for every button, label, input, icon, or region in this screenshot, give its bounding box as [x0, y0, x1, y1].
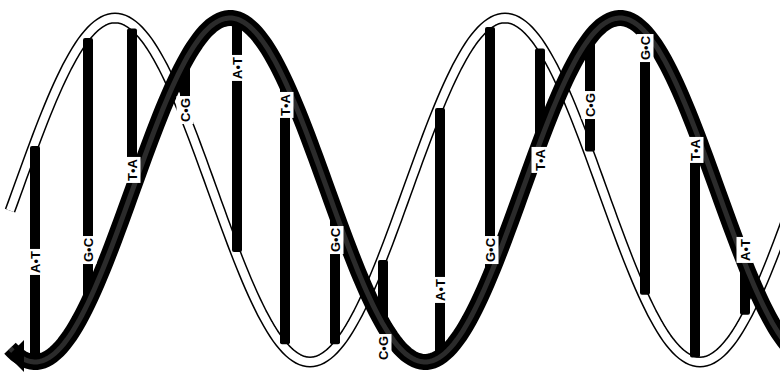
base-pair-label: T•A [687, 137, 704, 163]
base-pair-label: G•C [482, 236, 499, 264]
base-pair-label: A•T [737, 237, 754, 263]
base-pair-label: C•G [375, 334, 392, 362]
base-pair-label: T•A [532, 147, 549, 173]
base-pair-label: A•T [27, 249, 44, 275]
strand-arrow [8, 340, 24, 372]
base-pair-label: C•G [582, 91, 599, 119]
backbone-dark [10, 18, 780, 362]
base-pair-label: G•C [327, 226, 344, 254]
base-pair-label: G•C [637, 34, 654, 62]
base-pair-label: A•T [432, 277, 449, 303]
base-pair-label: T•A [277, 92, 294, 118]
base-pair-label: G•C [80, 236, 97, 264]
backbone-fill [10, 18, 780, 362]
base-pair-bar [690, 133, 700, 357]
base-pair-label: A•T [229, 55, 246, 81]
base-pair-bar [640, 36, 650, 295]
base-pair-label: C•G [177, 96, 194, 124]
backbone-shine [10, 18, 780, 362]
base-pair-bar [280, 85, 290, 344]
base-pair-bar [435, 108, 445, 353]
backbone-outline [10, 18, 780, 362]
base-pair-label: T•A [124, 157, 141, 183]
